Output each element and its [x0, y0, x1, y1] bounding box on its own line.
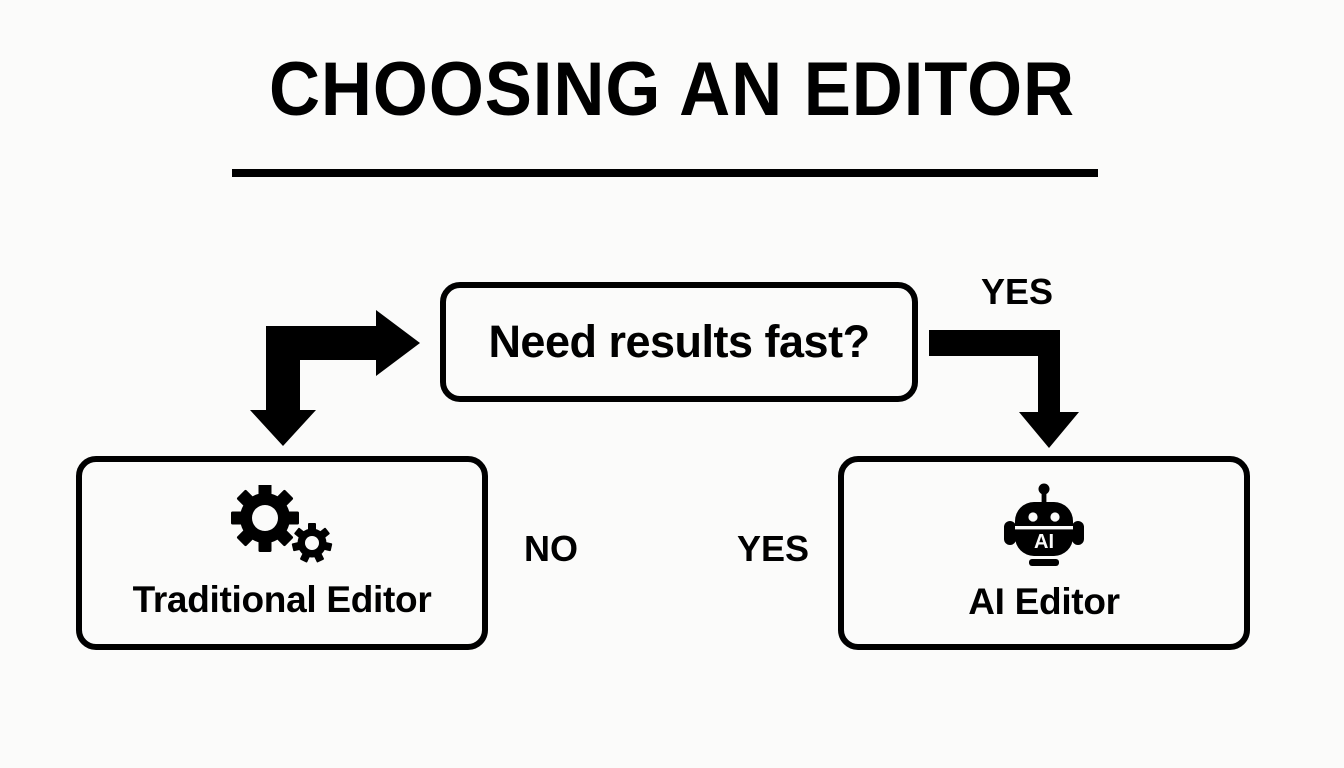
edge-label-yes-middle: YES [737, 528, 810, 569]
outcome-node-label-traditional-editor: Traditional Editor [132, 579, 432, 620]
outcome-node-traditional-editor[interactable]: Traditional Editor [76, 456, 488, 650]
edge-label-no-middle: NO [524, 528, 578, 569]
outcome-node-label-ai-editor: AI Editor [968, 581, 1120, 622]
right-elbow-connector-arrow [929, 330, 1079, 448]
edge-label-yes-top: YES [981, 271, 1054, 312]
robot-icon: AI [1004, 483, 1084, 566]
decision-node-need-results-fast[interactable]: Need results fast? [440, 282, 918, 402]
page-title: CHOOSING AN EDITOR [268, 47, 1076, 132]
gears-icon [231, 485, 333, 563]
decision-node-label: Need results fast? [488, 316, 870, 367]
svg-text:AI: AI [1034, 531, 1054, 553]
title-underline-rule [232, 169, 1098, 177]
left-elbow-connector-arrow [250, 310, 420, 446]
outcome-node-ai-editor[interactable]: AI AI Editor [838, 456, 1250, 650]
